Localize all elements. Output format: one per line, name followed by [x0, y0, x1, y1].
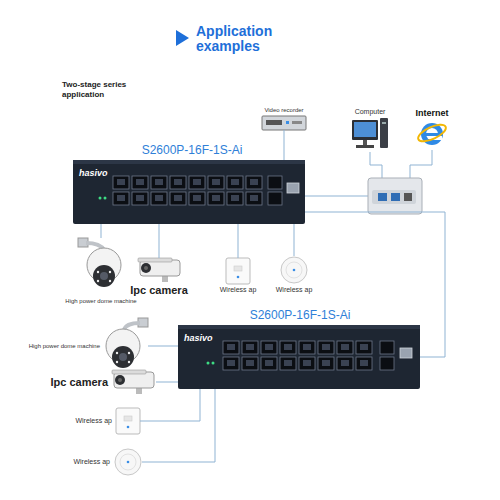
network-device: Computer — [352, 118, 388, 152]
network-cable — [101, 224, 102, 238]
ceiling-ap-icon — [115, 449, 141, 475]
device-label: Wireless ap — [73, 458, 110, 466]
diagram-title: Application examples — [196, 24, 296, 54]
network-device: Wireless ap — [280, 256, 308, 284]
model-name: S2600P-16F-1S-Ai — [250, 309, 351, 323]
network-device: High power dome machine — [104, 318, 148, 374]
note-label: Two-stage series application — [62, 80, 146, 99]
dome-camera-icon — [106, 318, 148, 368]
internet-icon — [416, 121, 448, 145]
video-recorder-icon — [262, 116, 306, 130]
computer-icon — [352, 118, 388, 148]
switch-body — [178, 325, 420, 389]
network-cable — [148, 346, 178, 347]
network-device: Wireless ap — [114, 448, 142, 476]
poe-switch: S2600P-16F-1S-Aihasivo — [178, 325, 420, 389]
device-label: High power dome machine — [65, 298, 136, 305]
brand-logo: hasivo — [184, 333, 213, 343]
network-device: Ipc camera — [112, 370, 156, 394]
router-device — [368, 178, 422, 214]
network-device: Video recorder — [262, 116, 306, 130]
device-label: Computer — [355, 108, 386, 116]
wall-ap-icon — [116, 408, 140, 434]
device-label: Video recorder — [264, 107, 303, 114]
ceiling-ap-icon — [281, 257, 307, 283]
dome-camera-icon — [78, 238, 121, 287]
network-device: High power dome machine — [78, 238, 124, 296]
wall-ap-icon — [226, 258, 250, 284]
network-cable — [305, 212, 445, 357]
device-label: Ipc camera — [51, 376, 108, 389]
network-cable — [142, 389, 215, 462]
bullet-camera-icon — [112, 370, 154, 394]
network-device: Internet — [418, 120, 446, 148]
device-label: Wireless ap — [220, 286, 257, 294]
device-label: Wireless ap — [75, 417, 112, 425]
network-device: Wireless ap — [116, 408, 140, 434]
model-name: S2600P-16F-1S-Ai — [142, 144, 243, 158]
network-cable — [159, 224, 160, 258]
poe-switch: S2600P-16F-1S-Aihasivo — [73, 160, 305, 224]
network-device: Wireless ap — [226, 258, 250, 284]
network-cable — [294, 224, 295, 256]
network-cable — [156, 382, 178, 383]
device-label: Ipc camera — [130, 284, 187, 297]
network-cable — [238, 224, 239, 258]
bullet-camera-icon — [138, 258, 180, 282]
switch-body — [73, 160, 305, 224]
brand-logo: hasivo — [79, 168, 108, 178]
device-label: High power dome machine — [29, 343, 100, 350]
device-label: Internet — [416, 108, 449, 118]
network-device: Ipc camera — [136, 258, 182, 282]
network-cable — [284, 130, 285, 160]
title-triangle — [176, 30, 189, 46]
network-cable — [140, 389, 200, 421]
device-label: Wireless ap — [276, 286, 313, 294]
